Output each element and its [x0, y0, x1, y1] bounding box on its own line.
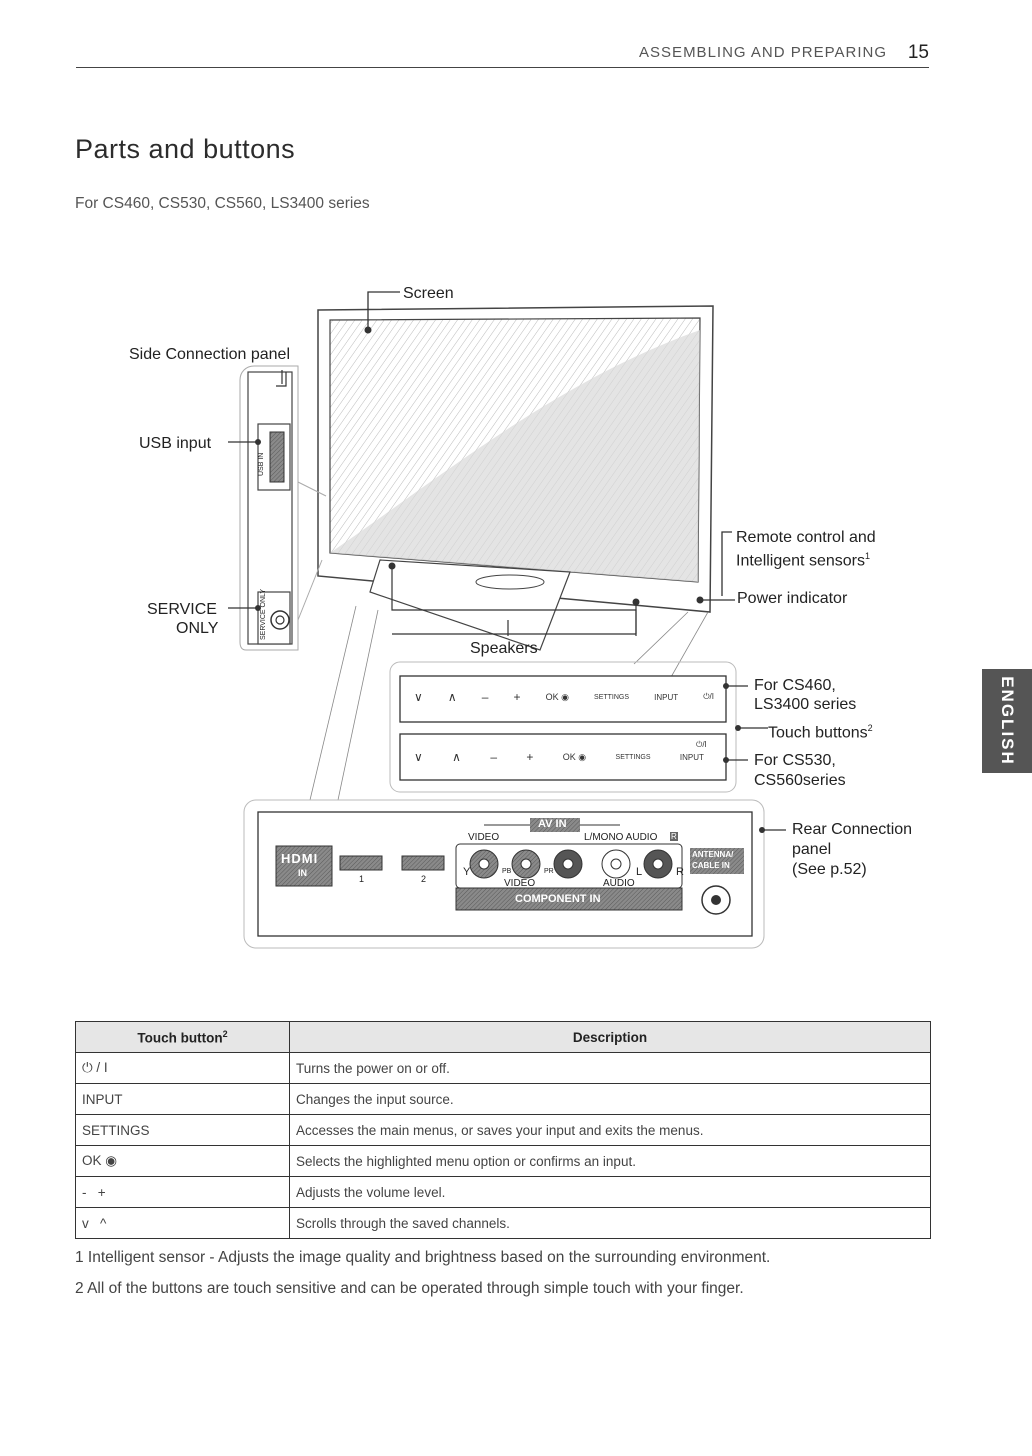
page-subtitle: For CS460, CS530, CS560, LS3400 series [75, 195, 370, 212]
component-audio-text: AUDIO [603, 878, 635, 889]
for-cs460-label-1: For CS460, [754, 677, 836, 694]
table-row: - + Adjusts the volume level. [75, 1176, 931, 1208]
touch-buttons-row-1: ∨ ∧ – + OK ◉ SETTINGS INPUT ⏻/I [414, 690, 714, 704]
pr-label: PR [544, 868, 554, 875]
l-mono-audio-text: L/MONO AUDIO [584, 832, 658, 843]
row2-minus-label: – [490, 750, 498, 764]
page-title: Parts and buttons [75, 134, 296, 164]
table-cell-description: Selects the highlighted menu option or c… [289, 1145, 931, 1177]
rear-panel-label-2: panel [792, 841, 832, 858]
row1-input-label: INPUT [654, 692, 679, 702]
touch-button-table: Touch button2 Description ⏻ / I Turns th… [75, 1021, 931, 1239]
side-connection-panel-drawing [239, 365, 327, 651]
row2-down-label: ∨ [414, 750, 423, 764]
table-cell-button: ⏻ / I [75, 1052, 290, 1084]
r-label: R [676, 866, 684, 878]
row1-minus-label: – [481, 690, 489, 704]
row2-plus-label: + [526, 750, 534, 764]
remote-sensor-footnote-ref: 1 [864, 551, 870, 561]
table-cell-description: Scrolls through the saved channels. [289, 1207, 931, 1239]
table-row: OK ◉ Selects the highlighted menu option… [75, 1145, 931, 1177]
table-cell-button: - + [75, 1176, 290, 1208]
rear-panel-label-1: Rear Connection [792, 821, 913, 838]
l-label: L [636, 866, 643, 878]
header-touch-button-text: Touch button [137, 1030, 223, 1046]
hdmi-in-text: IN [298, 868, 307, 878]
touch-buttons-label: Touch buttons2 [768, 719, 873, 742]
row2-ok-label: OK ◉ [562, 751, 587, 762]
page-number: 15 [907, 42, 929, 63]
table-cell-button: INPUT [75, 1083, 290, 1115]
for-cs530-label-1: For CS530, [754, 752, 836, 769]
table-cell-description: Changes the input source. [289, 1083, 931, 1115]
header-divider [76, 67, 929, 68]
row2-up-label: ∧ [452, 750, 461, 764]
header-footnote-ref: 2 [222, 1028, 228, 1039]
row1-power-label: ⏻/I [703, 692, 714, 701]
component-video-text: VIDEO [504, 878, 536, 889]
remote-sensor-label-1: Remote control and [736, 529, 876, 546]
table-cell-button: v ^ [75, 1207, 290, 1239]
component-in-text: COMPONENT IN [515, 893, 601, 905]
y-label: Y [463, 866, 471, 878]
table-cell-description: Accesses the main menus, or saves your i… [289, 1114, 931, 1146]
table-row: INPUT Changes the input source. [75, 1083, 931, 1115]
av-in-text: AV IN [538, 818, 567, 830]
remote-sensor-label-2: Intelligent sensors1 [736, 547, 870, 570]
hdmi-port-1-label: 1 [359, 874, 365, 884]
video-text: VIDEO [468, 832, 500, 843]
footnote-1: 1 Intelligent sensor - Adjusts the image… [75, 1249, 771, 1266]
antenna-text-2: CABLE IN [692, 861, 730, 870]
table-cell-description: Adjusts the volume level. [289, 1176, 931, 1208]
remote-sensor-text: Intelligent sensors [736, 552, 865, 570]
screen-label: Screen [403, 285, 454, 302]
for-cs460-label-2: LS3400 series [754, 696, 857, 713]
rear-panel-label-3: (See p.52) [792, 861, 867, 878]
side-connection-panel-label: Side Connection panel [129, 346, 291, 363]
header-section-title: ASSEMBLING AND PREPARING [639, 44, 887, 61]
table-cell-button: OK ◉ [75, 1145, 290, 1177]
table-header-touch-button: Touch button2 [75, 1021, 290, 1053]
row1-settings-label: SETTINGS [594, 693, 630, 701]
touch-panel-cs530 [399, 733, 727, 781]
pb-label: PB [502, 868, 512, 875]
touch-buttons-text: Touch buttons [768, 724, 868, 742]
speakers-label: Speakers [470, 640, 538, 657]
tv-parts-diagram: USB IN SERVICE ONLY [228, 291, 786, 949]
power-indicator-label: Power indicator [737, 590, 848, 607]
hdmi-logo-text: HDMI [281, 851, 319, 866]
usb-in-vertical-text: USB IN [258, 453, 265, 476]
tv-outline [317, 305, 714, 651]
table-cell-button: SETTINGS [75, 1114, 290, 1146]
row2-power-label: ⏻/I [696, 740, 707, 749]
row2-input-label: INPUT [679, 752, 704, 762]
rear-connection-panel-drawing [257, 811, 753, 937]
table-row: ⏻ / I Turns the power on or off. [75, 1052, 931, 1084]
audio-r-mark: R [670, 832, 678, 841]
footnote-2: 2 All of the buttons are touch sensitive… [75, 1280, 744, 1297]
service-only-label-1: SERVICE [147, 601, 217, 618]
usb-input-label: USB input [139, 435, 212, 452]
table-cell-description: Turns the power on or off. [289, 1052, 931, 1084]
screen-marker [364, 326, 372, 334]
diagram-text-layer: ∨ ∧ – + OK ◉ SETTINGS INPUT ⏻/I ∨ ∧ – + … [129, 285, 913, 905]
hdmi-port-2-label: 2 [421, 874, 427, 884]
row1-up-label: ∧ [447, 690, 457, 704]
row2-settings-label: SETTINGS [615, 753, 651, 761]
service-only-vertical-text: SERVICE ONLY [260, 589, 267, 640]
touch-buttons-footnote-ref: 2 [867, 723, 873, 733]
antenna-text-1: ANTENNA/ [692, 850, 734, 859]
language-tab: ENGLISH [982, 669, 1032, 773]
touch-buttons-row-2: ∨ ∧ – + OK ◉ SETTINGS INPUT [414, 750, 704, 764]
touch-panel-cs460 [399, 675, 727, 723]
table-row: v ^ Scrolls through the saved channels. [75, 1207, 931, 1239]
row1-plus-label: + [513, 690, 521, 704]
service-only-label-2: ONLY [176, 620, 219, 637]
row1-ok-label: OK ◉ [545, 691, 569, 702]
for-cs530-label-2: CS560series [754, 772, 846, 789]
table-header-row: Touch button2 Description [75, 1021, 931, 1053]
table-row: SETTINGS Accesses the main menus, or sav… [75, 1114, 931, 1146]
table-header-description: Description [289, 1021, 931, 1053]
row1-down-label: ∨ [414, 690, 423, 704]
